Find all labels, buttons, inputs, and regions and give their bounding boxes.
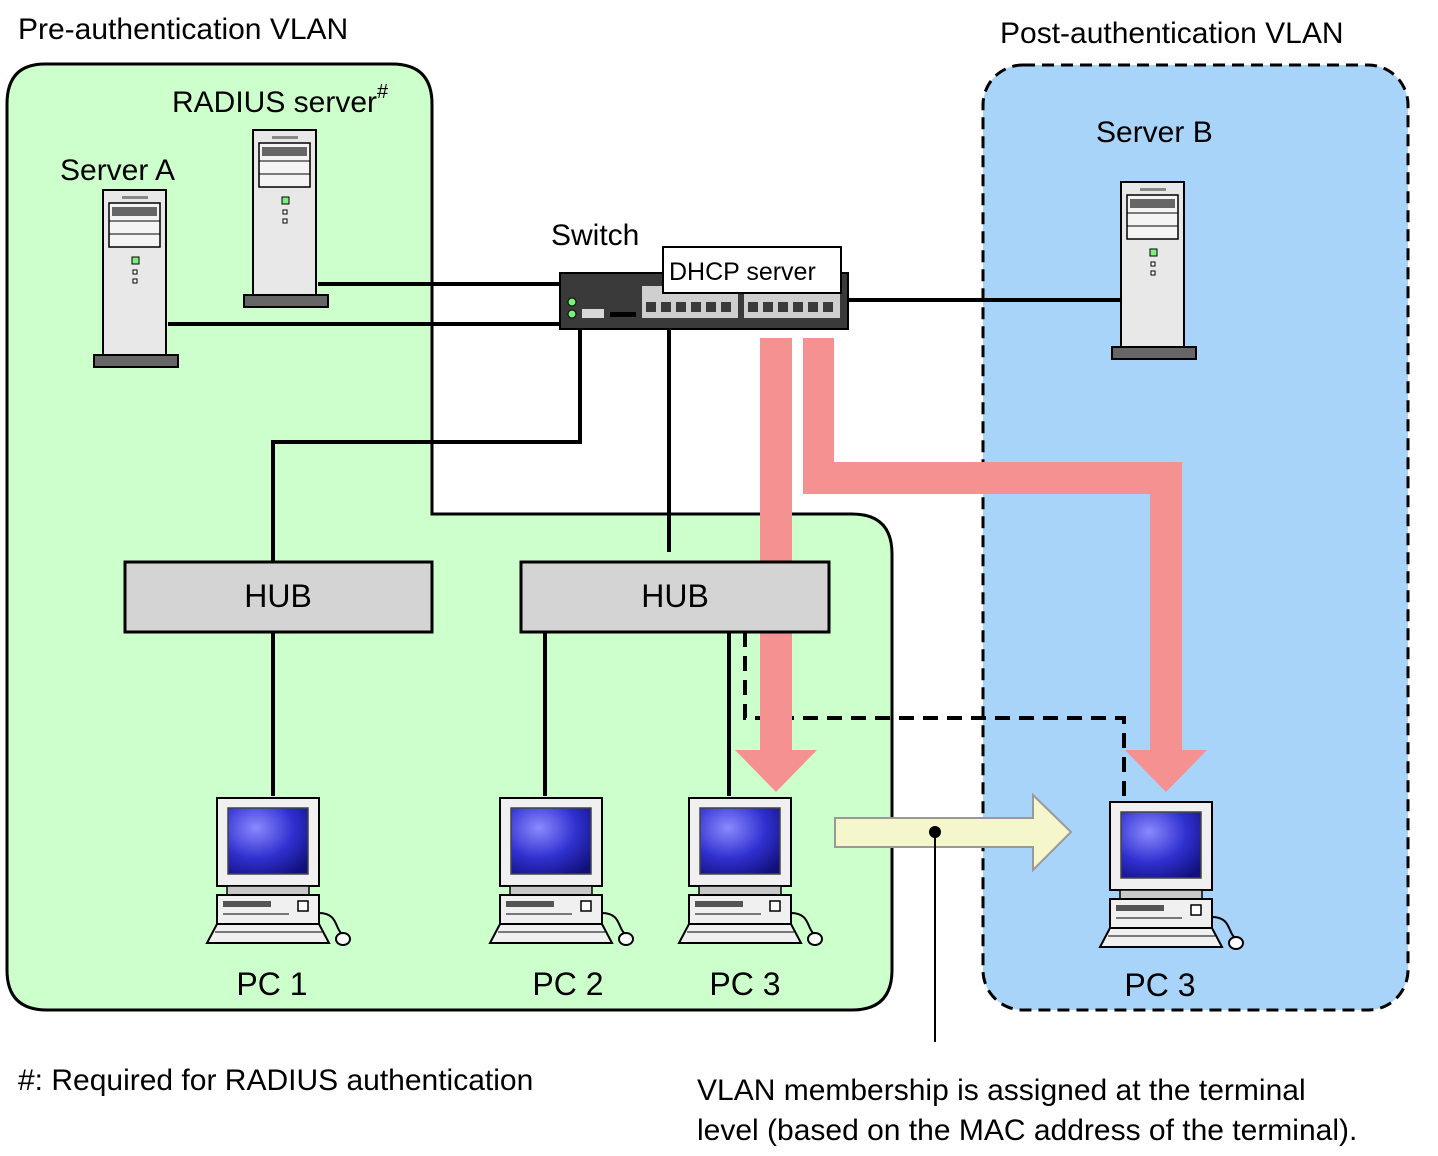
footnote: #: Required for RADIUS authentication [18, 1064, 533, 1097]
network-cables [168, 282, 1120, 796]
hub-left-icon: HUB [123, 560, 434, 634]
pc-move-arrow-icon [834, 792, 1073, 873]
pc3-pre-label: PC 3 [709, 966, 780, 1002]
hub-left-label: HUB [244, 578, 312, 614]
dhcp-server-box [662, 246, 842, 294]
radius-server-label: RADIUS server# [172, 81, 389, 119]
pc1-label: PC 1 [236, 966, 307, 1002]
hub-right-label: HUB [641, 578, 709, 614]
server-a-label: Server A [60, 154, 175, 187]
dhcp-server-label: DHCP server [669, 258, 816, 286]
pre-auth-vlan-title: Pre-authentication VLAN [18, 13, 348, 46]
server-b-icon [1111, 181, 1197, 360]
switch-label: Switch [551, 219, 639, 252]
hub-right-icon: HUB [519, 560, 831, 634]
pc2-label: PC 2 [532, 966, 603, 1002]
mac-link-dashed [743, 632, 1126, 800]
pc3-post-label: PC 3 [1124, 967, 1195, 1003]
explanation-line-1: VLAN membership is assigned at the termi… [697, 1074, 1306, 1107]
callout-pointer [929, 826, 941, 1042]
explanation-line-2: level (based on the MAC address of the t… [697, 1114, 1357, 1147]
server-b-label: Server B [1096, 116, 1213, 149]
post-auth-vlan-title: Post-authentication VLAN [1000, 17, 1344, 50]
pre-auth-vlan-region [5, 62, 894, 1012]
radius-server-icon [243, 129, 329, 308]
server-a-icon [93, 189, 179, 368]
